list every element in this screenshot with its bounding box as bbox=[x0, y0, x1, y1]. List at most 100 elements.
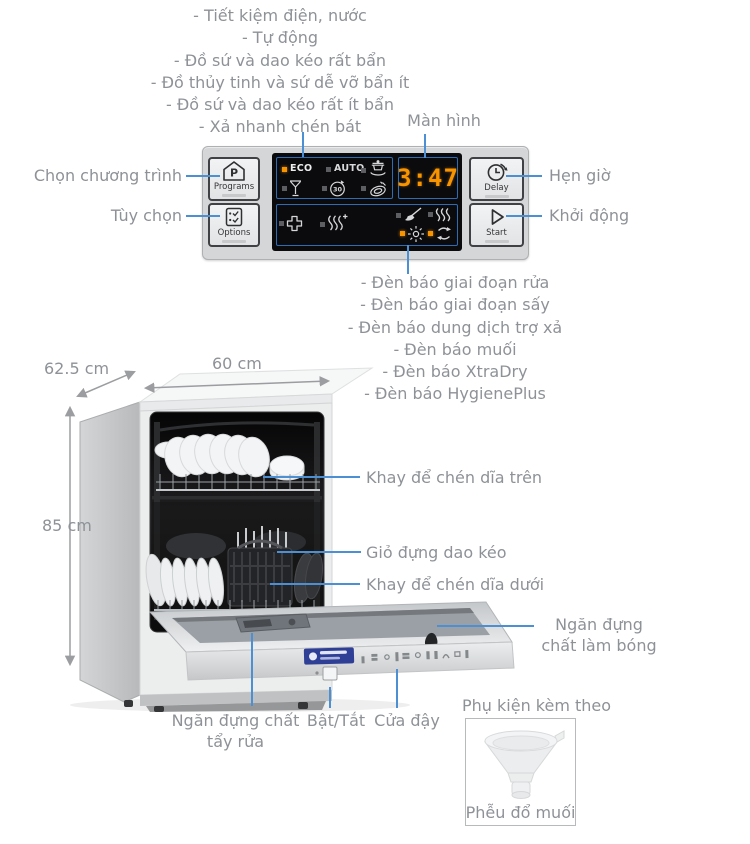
delay-button-label: Delay bbox=[484, 182, 509, 193]
button-underline bbox=[484, 194, 509, 198]
quick-30-icon: 30 bbox=[330, 180, 345, 197]
accessory-item-label: Phễu đổ muối bbox=[465, 803, 576, 822]
electrolux-badge bbox=[303, 647, 355, 665]
lower-tray-callout-label: Khay để chén dĩa dưới bbox=[366, 575, 545, 594]
power-callout-label: Bật/Tắt bbox=[306, 711, 366, 730]
xtradry-indicator-icon bbox=[328, 214, 348, 231]
program-note: - Xả nhanh chén bát bbox=[198, 117, 362, 137]
indicator-note: - Đèn báo giai đoạn sấy bbox=[360, 295, 550, 315]
plus-indicator-icon bbox=[286, 215, 303, 232]
programs-callout-line bbox=[186, 175, 220, 177]
side-panel bbox=[79, 401, 141, 703]
intensive-indicator bbox=[361, 168, 366, 173]
control-panel: P Programs Options Delay Start bbox=[202, 146, 529, 260]
programs-icon: P bbox=[223, 161, 245, 181]
program-note: - Đồ sứ và dao kéo rất bẩn bbox=[173, 50, 387, 70]
indicator-lights-box bbox=[276, 204, 458, 246]
options-button: Options bbox=[208, 203, 260, 247]
indicator-note: - Đèn báo muối bbox=[393, 339, 517, 359]
rinse-aid-callout-label: Ngăn đựng chất làm bóng bbox=[541, 615, 657, 655]
door-callout-line bbox=[396, 669, 398, 708]
salt-funnel bbox=[483, 730, 564, 799]
glass-program-icon bbox=[290, 180, 301, 197]
width-dimension-arrow bbox=[143, 376, 331, 393]
delay-callout-label: Hẹn giờ bbox=[549, 166, 611, 185]
open-door bbox=[148, 601, 515, 681]
wash-phase-icon bbox=[405, 207, 422, 221]
indicator-notes-list: - Đèn báo giai đoạn rửa - Đèn báo giai đ… bbox=[305, 272, 605, 406]
detergent-callout-label: Ngăn đựng chất tẩy rửa bbox=[171, 711, 300, 751]
cutlery-callout-label: Giỏ đựng dao kéo bbox=[366, 543, 507, 562]
eco-indicator bbox=[282, 167, 287, 172]
accessory-heading: Phụ kiện kèm theo bbox=[462, 696, 612, 715]
indicators-callout-line bbox=[407, 245, 409, 274]
display-note-label: Màn hình bbox=[407, 111, 481, 130]
display-callout-line bbox=[424, 134, 426, 158]
width-dimension-label: 60 cm bbox=[212, 354, 262, 373]
start-button: Start bbox=[469, 203, 524, 247]
cutlery-basket bbox=[227, 539, 293, 607]
indicator-note: - Đèn báo HygienePlus bbox=[364, 384, 546, 404]
time-display-value: 3:47 bbox=[397, 164, 459, 192]
wash-phase-indicator bbox=[396, 213, 401, 218]
rinse-aid-callout-line bbox=[437, 625, 534, 627]
button-underline bbox=[222, 240, 246, 243]
programs-button: P Programs bbox=[208, 157, 260, 201]
depth-dimension-label: 62.5 cm bbox=[44, 359, 110, 378]
options-button-label: Options bbox=[217, 228, 251, 238]
programs-callout-label: Chọn chương trình bbox=[33, 166, 182, 185]
programs-button-label: Programs bbox=[213, 182, 255, 192]
power-callout-line bbox=[329, 687, 331, 708]
options-icon bbox=[225, 207, 243, 227]
lower-dish-tray bbox=[145, 502, 324, 622]
door-icon-strip bbox=[361, 649, 469, 664]
foot bbox=[298, 702, 308, 709]
options-callout-line bbox=[186, 215, 220, 217]
program-note: - Tiết kiệm điện, nước bbox=[193, 6, 367, 25]
indicator-note: - Đèn báo giai đoạn rửa bbox=[360, 273, 550, 292]
program-note: - Đồ sứ và dao kéo rất ít bẩn bbox=[166, 95, 394, 115]
svg-text:P: P bbox=[230, 167, 238, 180]
rinse-indicator bbox=[361, 186, 366, 191]
height-dimension-label: 85 cm bbox=[42, 516, 92, 535]
quick-30-indicator bbox=[322, 186, 327, 191]
indicator-note: - Đèn báo dung dịch trợ xả bbox=[347, 317, 563, 337]
start-callout-label: Khởi động bbox=[549, 206, 630, 225]
foot bbox=[124, 700, 133, 707]
dry-phase-icon bbox=[435, 207, 451, 222]
button-underline bbox=[222, 194, 246, 197]
program-notes-list: - Tiết kiệm điện, nước - Tự động - Đồ sứ… bbox=[100, 5, 460, 139]
time-display-box: 3:47 bbox=[397, 157, 459, 199]
cutlery-callout-line bbox=[277, 551, 361, 553]
display-area: ECO AUTO 30 bbox=[272, 153, 462, 251]
program-note: - Đồ thủy tinh và sứ dễ vỡ bẩn ít bbox=[150, 72, 410, 92]
accessory-box: Phễu đổ muối bbox=[465, 718, 576, 826]
program-selection-box: ECO AUTO 30 bbox=[276, 157, 393, 199]
refill-indicator-icon bbox=[437, 227, 451, 240]
shine-indicator bbox=[400, 231, 405, 236]
glass-indicator bbox=[282, 186, 287, 191]
svg-text:30: 30 bbox=[333, 186, 343, 194]
refill-indicator bbox=[428, 231, 433, 236]
shine-indicator-icon bbox=[408, 226, 424, 242]
depth-dimension-arrow bbox=[76, 370, 136, 398]
program-list-callout-line bbox=[302, 132, 304, 157]
lower-tray-callout-line bbox=[270, 583, 360, 585]
rinse-program-icon bbox=[370, 181, 386, 197]
start-button-label: Start bbox=[486, 228, 507, 238]
detergent-callout-line bbox=[251, 633, 253, 706]
xtradry-indicator bbox=[320, 222, 325, 227]
upper-tray-callout-line bbox=[263, 476, 360, 478]
eco-program-label: ECO bbox=[290, 163, 313, 174]
dry-phase-indicator bbox=[428, 212, 433, 217]
upper-tray-callout-label: Khay để chén dĩa trên bbox=[366, 468, 543, 487]
start-callout-line bbox=[506, 215, 542, 217]
power-button bbox=[322, 666, 338, 681]
auto-indicator bbox=[326, 167, 331, 172]
indicator-note: - Đèn báo XtraDry bbox=[382, 362, 528, 382]
delay-button: Delay bbox=[469, 157, 524, 201]
auto-program-label: AUTO bbox=[334, 163, 365, 174]
start-icon bbox=[491, 209, 504, 225]
base bbox=[140, 690, 332, 706]
program-note: - Tự động bbox=[241, 28, 319, 48]
